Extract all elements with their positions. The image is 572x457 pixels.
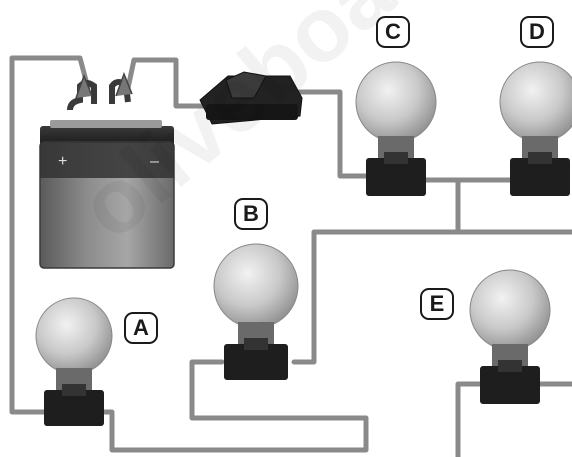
bulb-d [499,61,572,196]
bulb-a [35,297,113,426]
wires [9,55,572,457]
label-d: D [520,16,554,48]
switch [199,71,303,125]
label-e: E [420,288,454,320]
wire-a-to-b [97,359,369,453]
wire-junction-to-b [291,177,461,365]
wire-battery-to-switch [125,57,213,109]
battery-negative-symbol: – [150,153,159,170]
wire-battery-to-a [9,55,91,415]
bulb-b [213,243,299,380]
label-a: A [124,312,158,344]
battery-positive-symbol: + [58,153,67,170]
wire-e-return [455,381,487,457]
label-b: B [234,198,268,230]
battery: + – [39,71,175,269]
bulb-c [355,61,437,196]
label-c: C [376,16,410,48]
bulb-e [469,269,551,404]
wire-switch-to-c [295,89,371,179]
